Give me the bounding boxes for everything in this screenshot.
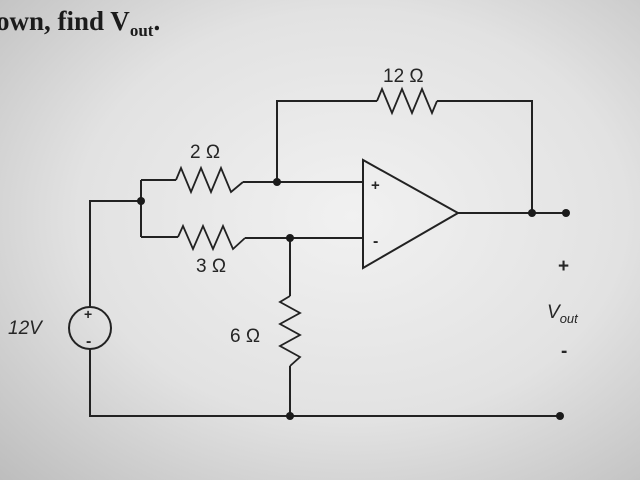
- terminal-output-bottom: [556, 412, 564, 420]
- output-voltage-label: Vout: [547, 302, 579, 326]
- labels: 12 Ω 2 Ω 3 Ω 6 Ω 12V + - + - + - Vout: [8, 66, 579, 362]
- output-plus-sign: +: [558, 256, 569, 277]
- junction-ground: [286, 412, 294, 420]
- resistor-3ohm: [177, 223, 246, 252]
- output-voltage-v: V: [547, 302, 562, 323]
- opamp-plus-sign: +: [371, 177, 380, 194]
- label-6ohm: 6 Ω: [230, 326, 260, 347]
- label-2ohm: 2 Ω: [190, 142, 220, 163]
- heading-subscript: out: [129, 21, 154, 40]
- wire-source-top: [89, 200, 141, 307]
- heading-suffix: .: [153, 6, 161, 36]
- resistor-6ohm: [278, 295, 302, 367]
- terminal-output-top: [562, 209, 570, 217]
- output-voltage-sub: out: [560, 311, 579, 326]
- label-3ohm: 3 Ω: [196, 256, 226, 277]
- junction-minus: [286, 234, 294, 242]
- source-plus-sign: +: [84, 306, 92, 322]
- junction-left: [137, 197, 145, 205]
- resistors: [175, 86, 438, 367]
- wires: [89, 100, 566, 417]
- junction-output: [528, 209, 536, 217]
- junction-plus: [273, 178, 281, 186]
- source-minus-sign: -: [86, 333, 91, 350]
- question-heading: own, find Vout.: [0, 6, 160, 41]
- op-amp-triangle: [362, 158, 461, 270]
- wire-feedback-right: [437, 100, 533, 213]
- junction-dots: [137, 178, 570, 420]
- label-source-voltage: 12V: [8, 318, 44, 339]
- output-minus-sign: -: [561, 341, 567, 362]
- resistor-2ohm: [175, 165, 244, 195]
- wire-source-bottom: [89, 349, 560, 417]
- voltage-source-circle: [68, 306, 112, 350]
- heading-text: own, find V: [0, 6, 130, 36]
- opamp-minus-sign: -: [373, 233, 378, 250]
- resistor-12ohm: [376, 86, 438, 116]
- op-amp: [362, 158, 461, 270]
- voltage-source: [68, 306, 112, 350]
- wire-feedback: [276, 100, 377, 182]
- label-12ohm: 12 Ω: [383, 66, 424, 87]
